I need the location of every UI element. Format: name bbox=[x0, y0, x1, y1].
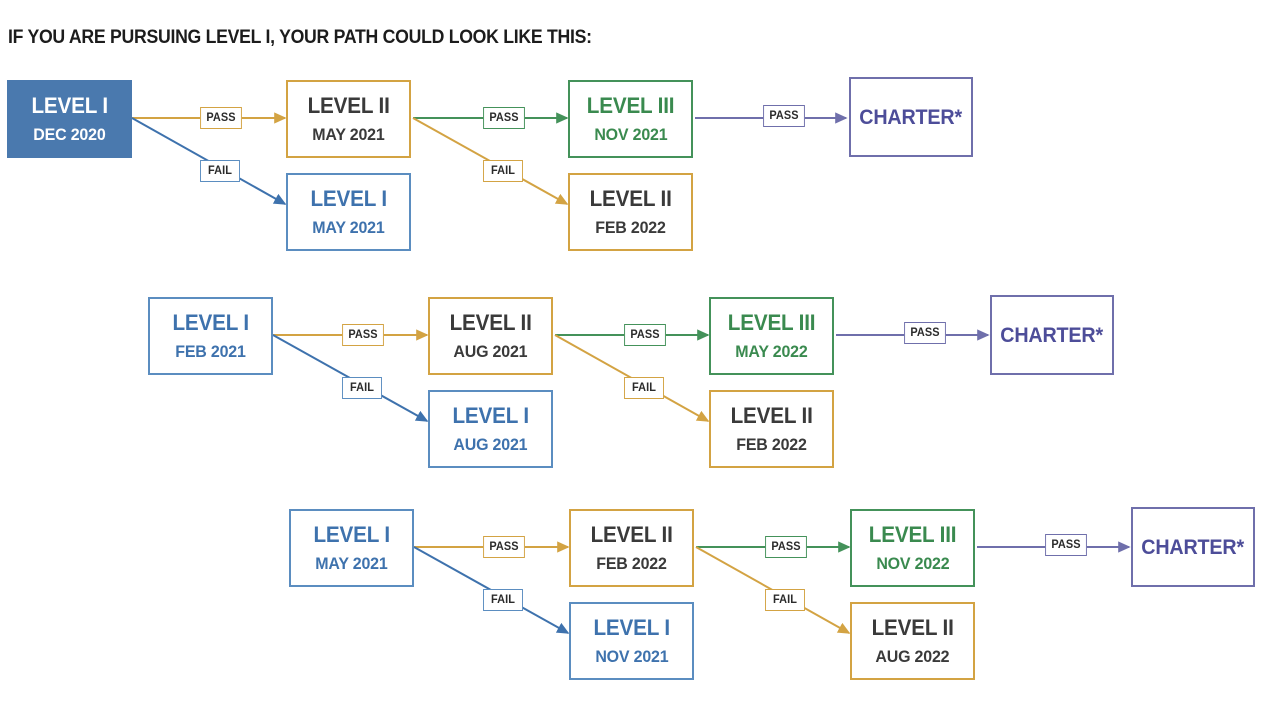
row-1-fail2-chip[interactable]: FAIL bbox=[483, 160, 523, 182]
row-1-pass2-node[interactable]: LEVEL III NOV 2021 bbox=[568, 80, 693, 158]
row-3-pass1-node[interactable]: LEVEL II FEB 2022 bbox=[569, 509, 694, 587]
node-level-label: CHARTER* bbox=[1000, 323, 1104, 347]
row-3-charter-node[interactable]: CHARTER* bbox=[1131, 507, 1255, 587]
row-1-fail1-chip[interactable]: FAIL bbox=[200, 160, 240, 182]
node-date-label: NOV 2022 bbox=[875, 554, 950, 573]
row-3-pass2-node[interactable]: LEVEL III NOV 2022 bbox=[850, 509, 975, 587]
node-date-label: MAY 2021 bbox=[312, 218, 385, 237]
node-date-label: MAY 2021 bbox=[312, 125, 385, 144]
node-level-label: LEVEL II bbox=[589, 186, 672, 211]
row-2-pass2-node[interactable]: LEVEL III MAY 2022 bbox=[709, 297, 834, 375]
row-2-pass1-node[interactable]: LEVEL II AUG 2021 bbox=[428, 297, 553, 375]
row-1-pass3-chip[interactable]: PASS bbox=[763, 105, 805, 127]
node-level-label: LEVEL III bbox=[727, 310, 816, 335]
row-2-fail1-node[interactable]: LEVEL I AUG 2021 bbox=[428, 390, 553, 468]
row-2-fail1-chip[interactable]: FAIL bbox=[342, 377, 382, 399]
node-date-label: FEB 2022 bbox=[736, 435, 807, 454]
node-date-label: FEB 2021 bbox=[175, 342, 246, 361]
row-1-pass2-chip[interactable]: PASS bbox=[483, 107, 525, 129]
node-level-label: LEVEL I bbox=[310, 186, 387, 211]
row-3-pass2-chip[interactable]: PASS bbox=[765, 536, 807, 558]
node-date-label: AUG 2021 bbox=[453, 342, 528, 361]
row-1-fail1-node[interactable]: LEVEL I MAY 2021 bbox=[286, 173, 411, 251]
node-date-label: FEB 2022 bbox=[596, 554, 667, 573]
node-date-label: FEB 2022 bbox=[595, 218, 666, 237]
node-level-label: LEVEL I bbox=[313, 522, 390, 547]
row-2-pass3-chip[interactable]: PASS bbox=[904, 322, 946, 344]
row-3-fail2-chip[interactable]: FAIL bbox=[765, 589, 805, 611]
node-date-label: AUG 2022 bbox=[875, 647, 950, 666]
node-date-label: AUG 2021 bbox=[453, 435, 528, 454]
row-3-start-node[interactable]: LEVEL I MAY 2021 bbox=[289, 509, 414, 587]
row-3-pass1-chip[interactable]: PASS bbox=[483, 536, 525, 558]
node-level-label: LEVEL II bbox=[449, 310, 532, 335]
row-2-start-node[interactable]: LEVEL I FEB 2021 bbox=[148, 297, 273, 375]
node-level-label: LEVEL I bbox=[31, 93, 108, 118]
node-level-label: LEVEL I bbox=[452, 403, 529, 428]
row-3-fail1-node[interactable]: LEVEL I NOV 2021 bbox=[569, 602, 694, 680]
node-level-label: LEVEL II bbox=[871, 615, 954, 640]
row-2-fail2-node[interactable]: LEVEL II FEB 2022 bbox=[709, 390, 834, 468]
node-level-label: CHARTER* bbox=[859, 105, 963, 129]
node-date-label: MAY 2021 bbox=[315, 554, 388, 573]
row-3-fail2-node[interactable]: LEVEL II AUG 2022 bbox=[850, 602, 975, 680]
page-title: IF YOU ARE PURSUING LEVEL I, YOUR PATH C… bbox=[8, 27, 592, 48]
row-1-fail2-node[interactable]: LEVEL II FEB 2022 bbox=[568, 173, 693, 251]
row-1-pass1-chip[interactable]: PASS bbox=[200, 107, 242, 129]
row-2-charter-node[interactable]: CHARTER* bbox=[990, 295, 1114, 375]
node-level-label: LEVEL II bbox=[590, 522, 673, 547]
row-1-pass1-node[interactable]: LEVEL II MAY 2021 bbox=[286, 80, 411, 158]
node-date-label: DEC 2020 bbox=[33, 125, 106, 144]
node-level-label: LEVEL II bbox=[307, 93, 390, 118]
row-2-pass2-chip[interactable]: PASS bbox=[624, 324, 666, 346]
node-level-label: LEVEL II bbox=[730, 403, 813, 428]
node-level-label: LEVEL III bbox=[586, 93, 675, 118]
row-2-pass1-chip[interactable]: PASS bbox=[342, 324, 384, 346]
row-1-start-node[interactable]: LEVEL I DEC 2020 bbox=[7, 80, 132, 158]
node-date-label: NOV 2021 bbox=[593, 125, 668, 144]
node-level-label: LEVEL III bbox=[868, 522, 957, 547]
node-level-label: LEVEL I bbox=[593, 615, 670, 640]
row-1-charter-node[interactable]: CHARTER* bbox=[849, 77, 973, 157]
row-2-fail2-chip[interactable]: FAIL bbox=[624, 377, 664, 399]
row-3-pass3-chip[interactable]: PASS bbox=[1045, 534, 1087, 556]
node-date-label: NOV 2021 bbox=[594, 647, 669, 666]
node-date-label: MAY 2022 bbox=[735, 342, 808, 361]
row-3-fail1-chip[interactable]: FAIL bbox=[483, 589, 523, 611]
node-level-label: CHARTER* bbox=[1141, 535, 1245, 559]
node-level-label: LEVEL I bbox=[172, 310, 249, 335]
